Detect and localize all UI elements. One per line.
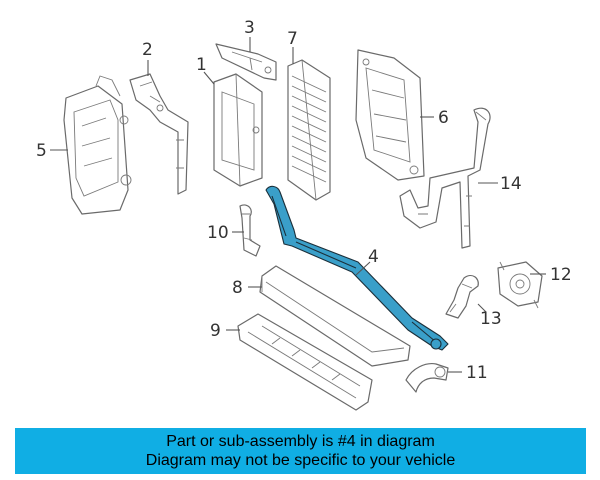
part-12-pump[interactable] <box>497 261 543 309</box>
callout-1[interactable]: 1 <box>196 55 207 75</box>
part-5-frame[interactable] <box>63 75 132 215</box>
part-4-coolant-line[interactable] <box>265 185 449 351</box>
exploded-parts-diagram: 5 2 3 1 7 <box>36 18 572 411</box>
part-14-hose[interactable] <box>399 107 491 249</box>
callout-7[interactable]: 7 <box>287 29 298 49</box>
banner-line-2: Diagram may not be specific to your vehi… <box>145 452 456 469</box>
part-11-hose[interactable] <box>405 363 449 393</box>
leader-13 <box>477 303 487 313</box>
part-13-hose[interactable] <box>445 274 479 319</box>
callout-6[interactable]: 6 <box>438 108 449 128</box>
leader-4 <box>355 261 371 276</box>
part-6-shroud[interactable] <box>355 49 425 181</box>
callout-11[interactable]: 11 <box>466 363 488 383</box>
part-1-condenser[interactable] <box>213 73 263 187</box>
leader-1 <box>203 71 215 85</box>
part-10-hose[interactable] <box>239 204 261 257</box>
part-3-top-bracket[interactable] <box>215 43 277 81</box>
callout-10[interactable]: 10 <box>207 223 229 243</box>
banner-line-1: Part or sub-assembly is #4 in diagram <box>166 433 435 450</box>
callout-9[interactable]: 9 <box>210 321 221 341</box>
callout-8[interactable]: 8 <box>232 278 243 298</box>
callout-14[interactable]: 14 <box>500 174 522 194</box>
part-9-tray[interactable] <box>237 313 373 411</box>
callout-13[interactable]: 13 <box>480 309 502 329</box>
callout-3[interactable]: 3 <box>244 18 255 38</box>
callout-5[interactable]: 5 <box>36 141 47 161</box>
callout-2[interactable]: 2 <box>142 40 153 60</box>
part-8-intercooler[interactable] <box>259 265 411 367</box>
part-7-radiator[interactable] <box>287 59 331 201</box>
callout-4[interactable]: 4 <box>368 247 379 267</box>
part-2-bracket[interactable] <box>129 73 189 195</box>
part-info-banner: Part or sub-assembly is #4 in diagram Di… <box>15 428 586 474</box>
callout-12[interactable]: 12 <box>550 265 572 285</box>
